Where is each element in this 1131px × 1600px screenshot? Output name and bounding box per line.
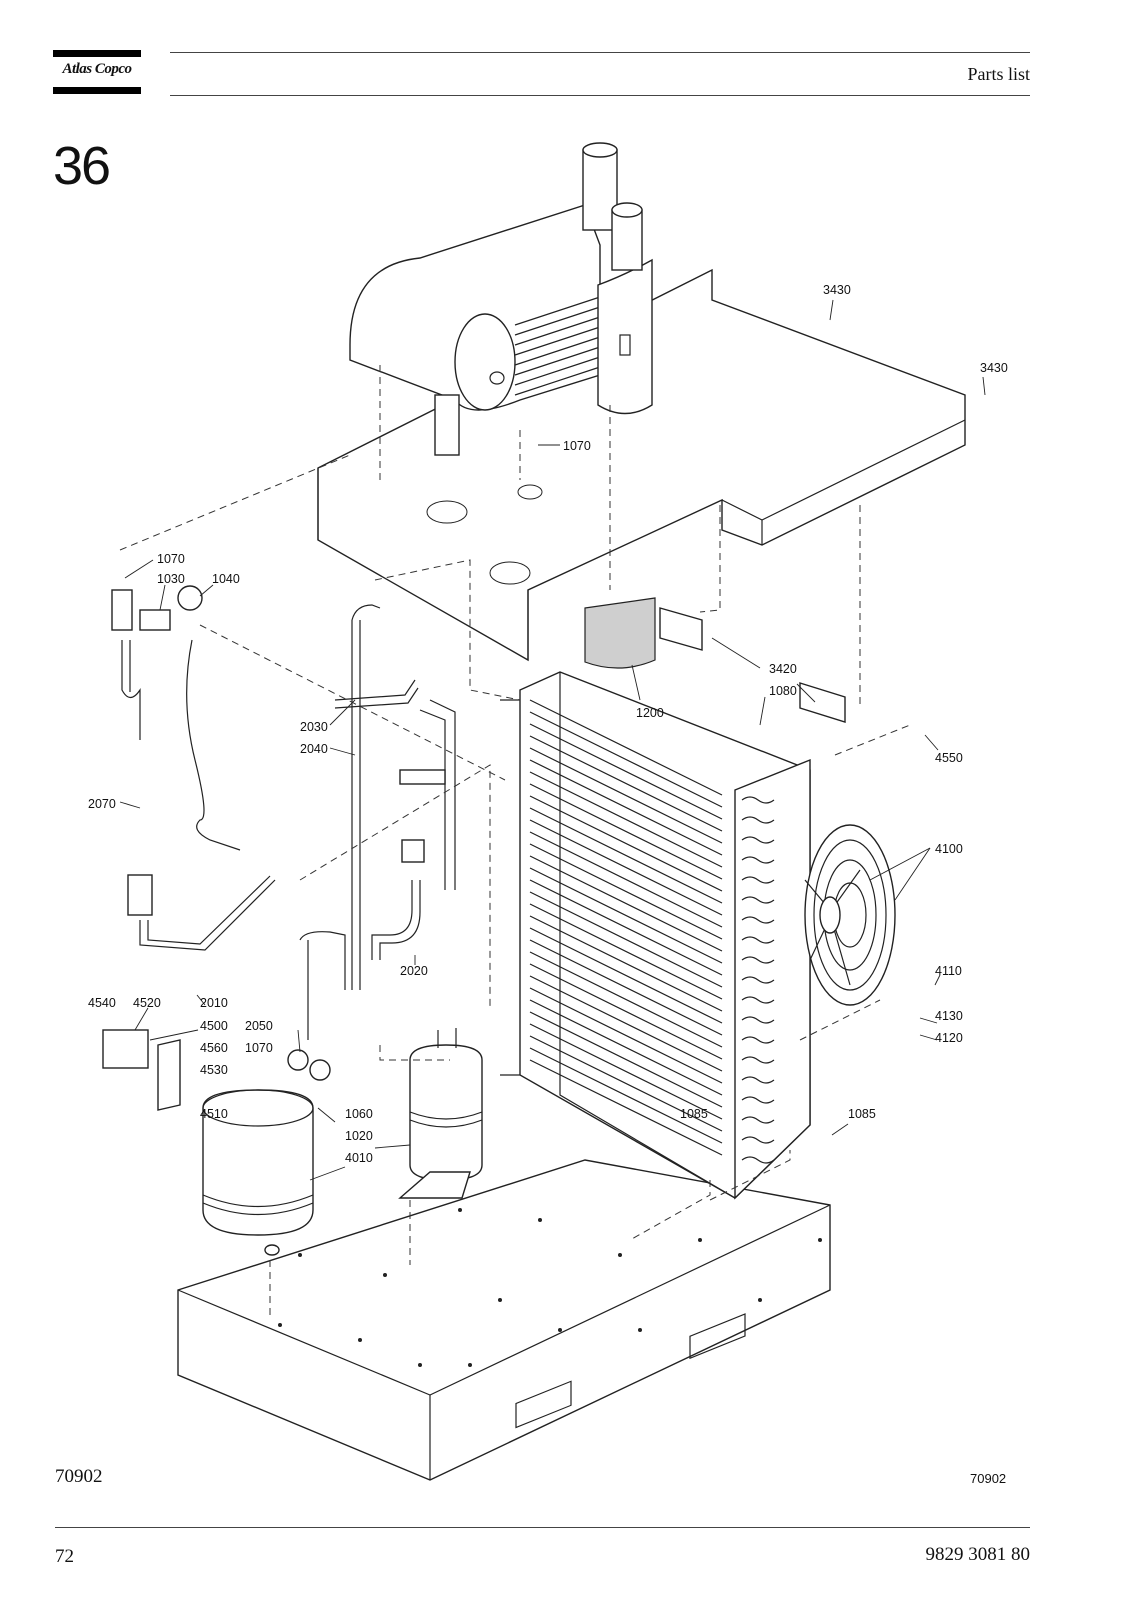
part-label: 1060 [345, 1107, 373, 1121]
part-label: 1030 [157, 572, 185, 586]
part-label: 4120 [935, 1031, 963, 1045]
part-label: 4530 [200, 1063, 228, 1077]
holder-1200 [584, 597, 656, 669]
part-label: 1040 [212, 572, 240, 586]
header-rule-bottom [170, 95, 1030, 96]
brackets-3420 [659, 607, 846, 723]
top-cover [317, 268, 966, 662]
part-label: 3430 [980, 361, 1008, 375]
part-label: 1070 [245, 1041, 273, 1055]
pipework [102, 585, 456, 1111]
section-title: Parts list [967, 64, 1030, 84]
leader-lines [119, 299, 986, 1181]
part-label: 4560 [200, 1041, 228, 1055]
footer-rule [55, 1527, 1030, 1528]
part-label: 4520 [133, 996, 161, 1010]
part-label: 2010 [200, 996, 228, 1010]
condenser [500, 671, 811, 1200]
part-label: 4550 [935, 751, 963, 765]
drawing-number-left: 70902 [55, 1466, 103, 1487]
atlas-copco-logo: Atlas Copco [53, 50, 141, 94]
part-label: 1070 [563, 439, 591, 453]
part-label: 1085 [680, 1107, 708, 1121]
part-label: 4540 [88, 996, 116, 1010]
part-label: 1020 [345, 1129, 373, 1143]
liquid-receiver [398, 1028, 483, 1199]
page-number: 72 [55, 1546, 74, 1567]
part-label: 1080 [769, 684, 797, 698]
header-rule-top [170, 52, 1030, 53]
section-number: 36 [53, 136, 111, 196]
part-label: 1085 [848, 1107, 876, 1121]
base-frame [177, 1159, 831, 1481]
part-label: 2020 [400, 964, 428, 978]
part-label: 4110 [935, 964, 962, 978]
part-label: 4130 [935, 1009, 963, 1023]
evaporator-assembly [349, 142, 653, 456]
part-label: 1070 [157, 552, 185, 566]
compressor [202, 1089, 314, 1256]
document-number: 9829 3081 80 [925, 1544, 1031, 1565]
drawing-number-right: 70902 [970, 1471, 1007, 1486]
part-label: 3420 [769, 662, 797, 676]
part-label: 2030 [300, 720, 328, 734]
part-label: 1200 [636, 706, 664, 720]
part-labels: 3430 3430 1070 1070 1030 1040 3420 1080 … [88, 283, 1008, 1165]
part-label: 4010 [345, 1151, 373, 1165]
part-label: 3430 [823, 283, 851, 297]
part-label: 2040 [300, 742, 328, 756]
part-label: 4100 [935, 842, 963, 856]
assembly-dashed-lines [119, 365, 911, 1315]
part-label: 4510 [200, 1107, 228, 1121]
part-label: 4500 [200, 1019, 228, 1033]
fan [804, 824, 896, 1006]
part-label: 2070 [88, 797, 116, 811]
part-label: 2050 [245, 1019, 273, 1033]
logo-text: Atlas Copco [62, 61, 132, 77]
